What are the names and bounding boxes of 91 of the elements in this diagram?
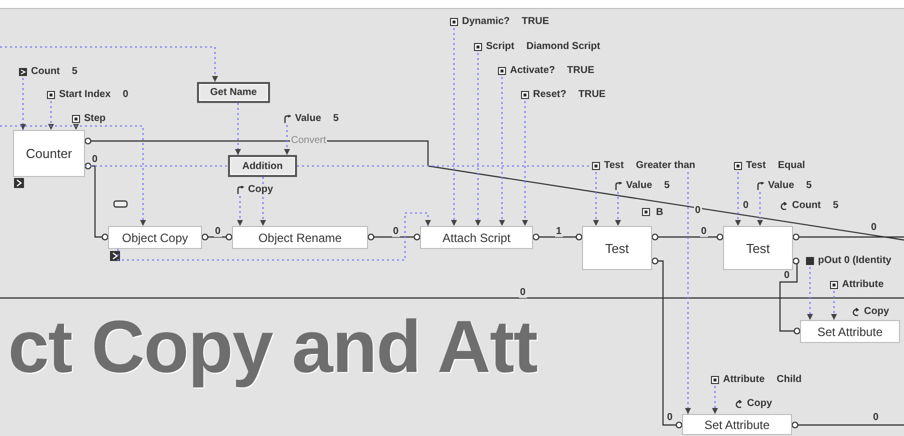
connector-wire: [792, 422, 904, 428]
edge-label: 0: [91, 154, 99, 165]
data-link: [284, 125, 290, 155]
parameter-value: Equal: [778, 160, 806, 172]
parameter-value: TRUE: [522, 16, 550, 28]
parameter-name: Copy: [248, 184, 273, 196]
edge-label: 0: [214, 226, 222, 237]
edge-label: 0: [700, 226, 708, 237]
data-link: [831, 291, 837, 320]
function-block: Object Rename: [232, 226, 368, 249]
parameter-value: Greater than: [636, 160, 696, 172]
function-block: Counter: [13, 130, 85, 177]
function-block: Test: [723, 226, 793, 270]
connector-wire: [84, 138, 904, 241]
edge-label: 1: [555, 226, 563, 237]
parameter-name: Test: [604, 160, 624, 172]
parameter-name: Copy: [864, 306, 889, 318]
function-block: Get Name: [197, 82, 270, 103]
edge-label: 0: [666, 412, 674, 423]
parameter-value: 5: [806, 180, 812, 192]
parameter-value: Diamond Script: [526, 41, 600, 53]
value-label: 0: [694, 205, 702, 216]
function-block: Attach Script: [420, 226, 533, 249]
connector-wire: [652, 258, 682, 428]
connector-wire: [792, 234, 904, 240]
value-label: 0: [742, 200, 750, 211]
connector-wire: [368, 234, 420, 240]
edge-label: 0: [392, 226, 400, 237]
data-link: [0, 125, 146, 226]
data-link: [499, 77, 505, 226]
edge-label: 0: [783, 270, 791, 281]
data-link: [522, 101, 528, 226]
parameter-value: TRUE: [578, 89, 606, 101]
parameter-value: 5: [832, 200, 838, 212]
overlay-title: ct Copy and Att: [8, 304, 538, 390]
edge-label: Convert: [290, 135, 328, 146]
parameter-name: Value: [768, 180, 794, 192]
connector-wire: [652, 234, 724, 240]
parameter-name: Step: [84, 113, 106, 125]
data-link: [451, 28, 457, 226]
connector-wire: [84, 162, 108, 240]
value-label: 0: [870, 222, 878, 233]
parameter-name: Count: [792, 200, 821, 212]
parameter-name: Start Index: [59, 89, 111, 101]
parameter-name: Value: [626, 180, 652, 192]
data-link: [593, 172, 599, 226]
function-block: Set Attribute: [682, 414, 792, 435]
parameter-value: 0: [122, 89, 128, 101]
value-label: B: [655, 207, 664, 218]
parameter-value: 5: [333, 113, 339, 125]
connector-wire: [202, 234, 232, 240]
parameter-name: Dynamic?: [462, 16, 510, 28]
parameter-name: Attribute: [723, 374, 765, 386]
data-link: [807, 267, 813, 320]
parameter-name: Activate?: [510, 65, 556, 77]
data-link: [73, 124, 79, 130]
data-link: [757, 192, 763, 226]
parameter-name: Count: [31, 66, 60, 78]
parameter-name: pOut 0 (Identity: [818, 255, 892, 267]
parameter-name: Value: [295, 113, 322, 125]
parameter-name: Reset?: [533, 89, 566, 101]
function-block: Addition: [228, 155, 297, 177]
edge-label: 0: [872, 412, 880, 423]
function-block: Set Attribute: [800, 320, 900, 343]
data-link: [117, 212, 431, 261]
data-link: [712, 386, 718, 414]
parameter-value: 5: [664, 180, 670, 192]
data-link: [20, 78, 26, 130]
parameter-value: 5: [72, 66, 78, 78]
data-link: [615, 192, 621, 226]
data-link: [297, 165, 592, 167]
function-block: Test: [582, 226, 652, 270]
value-label: 0: [519, 287, 527, 298]
data-link: [237, 196, 243, 226]
parameter-value: Child: [776, 374, 802, 386]
data-link: [260, 177, 266, 226]
parameter-name: Attribute: [842, 279, 884, 291]
connector-wire: [779, 258, 800, 334]
data-link: [85, 165, 228, 167]
data-link: [735, 172, 741, 226]
data-link: [0, 46, 218, 82]
parameter-value: TRUE: [567, 65, 594, 77]
parameter-name: Script: [486, 41, 514, 53]
function-block: Object Copy: [108, 226, 202, 249]
data-link: [685, 172, 691, 414]
connector-wire: [532, 234, 582, 240]
parameter-name: Copy: [747, 398, 772, 410]
data-link: [48, 101, 54, 130]
parameter-name: Test: [746, 160, 766, 172]
data-link: [235, 103, 241, 155]
data-link: [475, 53, 481, 226]
